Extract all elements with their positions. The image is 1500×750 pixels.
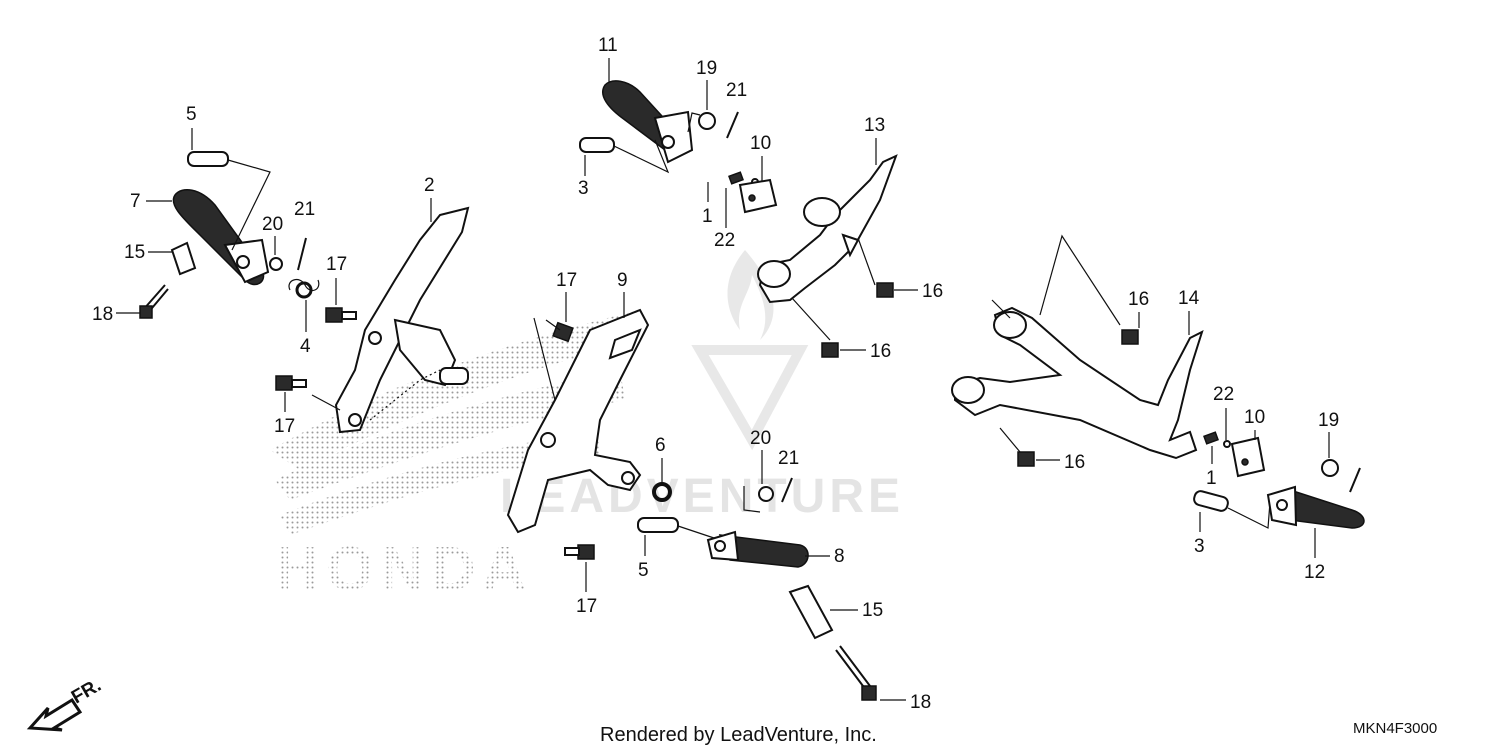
callout-17: 17 — [576, 596, 597, 617]
part-19-washer-b — [1321, 459, 1339, 477]
callout-18: 18 — [92, 304, 113, 325]
callout-6: 6 — [655, 435, 666, 456]
part-16-bolt-d — [1017, 451, 1035, 467]
part-14-step-bracket — [951, 306, 1204, 460]
callout-3: 3 — [1194, 536, 1205, 557]
part-7-footpeg — [172, 188, 270, 286]
callout-17: 17 — [556, 270, 577, 291]
callout-8: 8 — [834, 546, 845, 567]
part-16-bolt-a — [876, 282, 894, 298]
callout-16: 16 — [922, 281, 943, 302]
part-13-step-bracket — [757, 154, 898, 304]
part-1-pin — [728, 171, 744, 185]
part-17-bolt-a — [325, 307, 357, 323]
part-17-bolt-c — [552, 321, 574, 343]
part-3-pin-b — [1193, 490, 1229, 512]
callout-1: 1 — [1206, 468, 1217, 489]
callout-9: 9 — [617, 270, 628, 291]
part-16-bolt-c — [1121, 329, 1139, 345]
callout-22: 22 — [1213, 384, 1234, 405]
part-16-bolt-b — [821, 342, 839, 358]
part-15-collar — [170, 241, 197, 276]
part-21-cotter-pin — [297, 237, 307, 271]
arrow-down-left-icon — [26, 697, 83, 732]
part-5-pin — [187, 151, 229, 167]
part-8-footpeg — [706, 530, 809, 568]
part-22-ball-b — [1223, 440, 1231, 448]
part-10-plate-b — [1230, 436, 1266, 478]
callout-19: 19 — [1318, 410, 1339, 431]
part-11-footpeg — [602, 80, 694, 164]
callout-15: 15 — [124, 242, 145, 263]
callout-16: 16 — [1064, 452, 1085, 473]
callout-2: 2 — [424, 175, 435, 196]
credit-text: Rendered by LeadVenture, Inc. — [600, 724, 877, 746]
part-5-pin-b — [637, 517, 679, 533]
callout-11: 11 — [598, 35, 618, 56]
leadventure-watermark: LEADVENTURE — [500, 470, 904, 523]
callout-18: 18 — [910, 692, 931, 713]
callout-3: 3 — [578, 178, 589, 199]
part-9-heel-guard — [506, 308, 650, 534]
callout-1: 1 — [702, 206, 713, 227]
part-18-bolt-b — [835, 645, 877, 701]
part-18-bolt — [139, 284, 169, 319]
part-6-spring — [652, 482, 672, 502]
callout-20: 20 — [262, 214, 283, 235]
callout-20: 20 — [750, 428, 771, 449]
part-21-cotter-pin-b — [781, 477, 793, 503]
callout-17: 17 — [326, 254, 347, 275]
callout-10: 10 — [750, 133, 771, 154]
callout-19: 19 — [696, 58, 717, 79]
honda-wing-logo-icon — [270, 310, 640, 535]
part-17-bolt-d — [564, 544, 595, 560]
callout-5: 5 — [186, 104, 197, 125]
part-21-cotter-pin-c — [726, 111, 739, 139]
part-15-collar-b — [788, 584, 834, 640]
part-20-washer — [269, 257, 283, 271]
callout-5: 5 — [638, 560, 649, 581]
part-19-washer — [698, 112, 716, 130]
callout-16: 16 — [870, 341, 891, 362]
callout-21: 21 — [778, 448, 799, 469]
callout-16: 16 — [1128, 289, 1149, 310]
callout-14: 14 — [1178, 288, 1200, 309]
callout-17: 17 — [274, 416, 295, 437]
part-12-footpeg — [1266, 485, 1365, 529]
part-4-spring — [288, 278, 320, 299]
callout-13: 13 — [864, 115, 885, 136]
part-21-cotter-pin-d — [1349, 467, 1361, 493]
diagram-code: MKN4F3000 — [1353, 720, 1437, 737]
callout-21: 21 — [726, 80, 747, 101]
part-3-pin — [579, 137, 615, 153]
part-20-washer-b — [758, 486, 774, 502]
callout-4: 4 — [300, 336, 311, 357]
callout-12: 12 — [1304, 562, 1325, 583]
part-1-pin-b — [1203, 431, 1219, 445]
part-10-plate — [738, 178, 778, 214]
callout-7: 7 — [130, 191, 141, 212]
callout-10: 10 — [1244, 407, 1265, 428]
honda-background-logo: HONDA — [275, 535, 532, 604]
callout-21: 21 — [294, 199, 315, 220]
part-17-bolt-b — [275, 375, 307, 391]
callout-15: 15 — [862, 600, 883, 621]
flame-v-logo-icon — [691, 250, 809, 451]
callout-22: 22 — [714, 230, 735, 251]
part-2-step-bracket — [334, 206, 470, 434]
